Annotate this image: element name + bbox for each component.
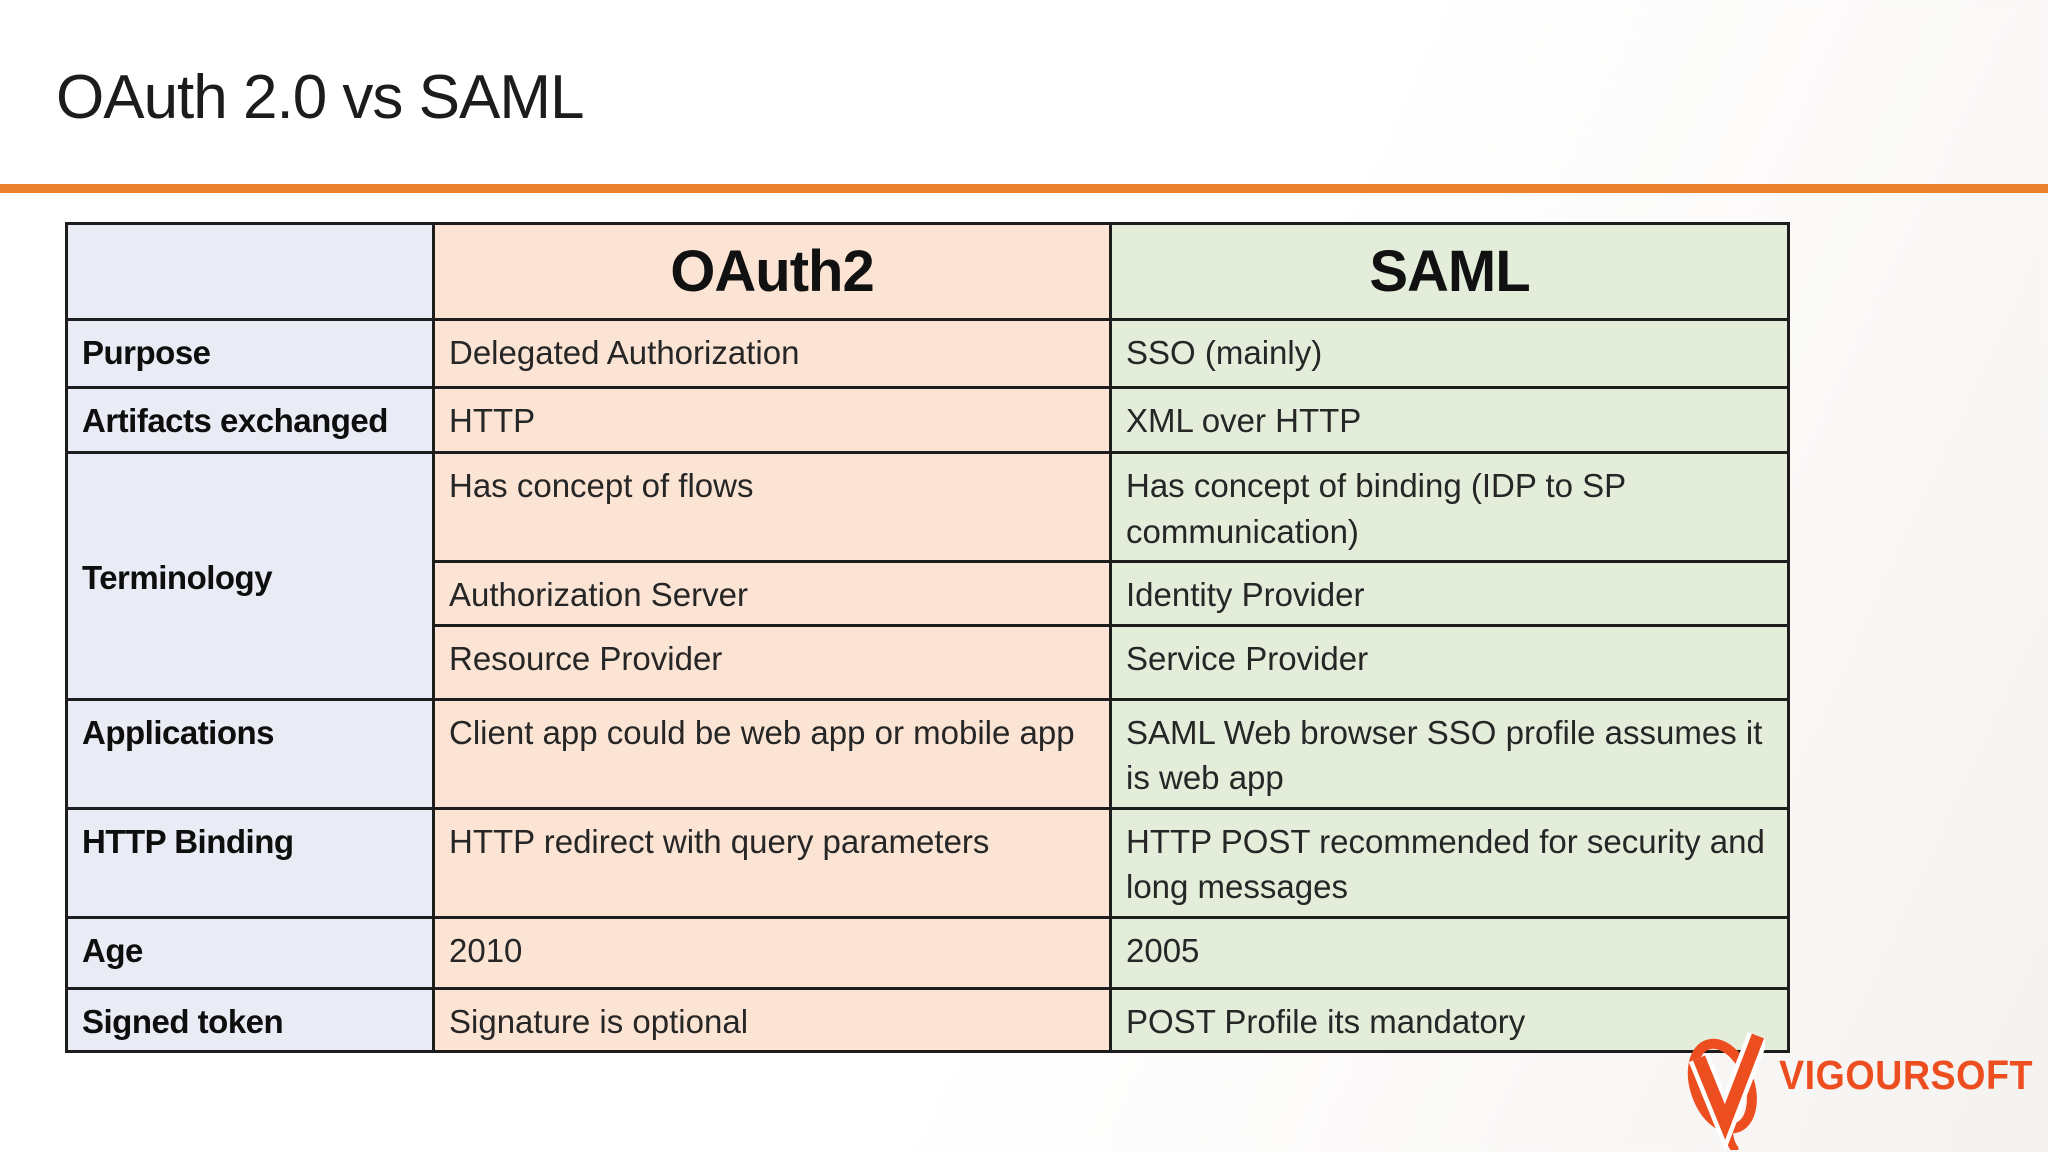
column-header-oauth2: OAuth2: [432, 222, 1112, 321]
cell-saml-purpose: SSO (mainly): [1109, 318, 1790, 389]
row-label-artifacts-exchanged: Artifacts exchanged: [65, 386, 435, 454]
column-header-blank: [65, 222, 435, 321]
cell-saml-terminology-binding: Has concept of binding (IDP to SP commun…: [1109, 450, 1790, 564]
cell-oauth2-artifacts: HTTP: [432, 386, 1112, 454]
cell-oauth2-authorization-server: Authorization Server: [432, 560, 1112, 627]
cell-saml-age: 2005: [1109, 915, 1790, 990]
cell-saml-http-binding: HTTP POST recommended for security and l…: [1109, 806, 1790, 919]
table-row-terminology-2: Authorization Server Identity Provider: [67, 560, 1790, 627]
cell-oauth2-applications: Client app could be web app or mobile ap…: [432, 697, 1112, 810]
table-row-terminology-1: Terminology Has concept of flows Has con…: [65, 450, 1790, 701]
row-label-terminology: Terminology: [65, 451, 435, 701]
table-row-artifacts: Artifacts exchanged HTTP XML over HTTP: [65, 386, 1790, 454]
comparison-table: OAuth2 SAML Purpose Delegated Authorizat…: [65, 222, 1790, 1054]
table-row-terminology-3: Resource Provider Service Provider: [67, 623, 1790, 701]
table-row-age: Age 2010 2005: [65, 915, 1790, 990]
cell-oauth2-purpose: Delegated Authorization: [432, 318, 1112, 389]
cell-oauth2-http-binding: HTTP redirect with query parameters: [432, 806, 1112, 919]
logo-wordmark: VIGOURSOFT: [1779, 1052, 2033, 1098]
cell-oauth2-signed-token: Signature is optional: [432, 986, 1112, 1054]
row-label-signed-token: Signed token: [65, 986, 435, 1054]
row-label-http-binding: HTTP Binding: [65, 806, 435, 919]
cell-oauth2-resource-provider: Resource Provider: [432, 623, 1112, 701]
cell-saml-service-provider: Service Provider: [1109, 623, 1790, 701]
table-row-signed-token: Signed token Signature is optional POST …: [65, 986, 1790, 1054]
cell-saml-identity-provider: Identity Provider: [1109, 560, 1790, 627]
column-header-saml: SAML: [1109, 222, 1790, 321]
cell-saml-signed-token: POST Profile its mandatory: [1109, 986, 1790, 1054]
cell-saml-artifacts: XML over HTTP: [1109, 386, 1790, 454]
row-label-purpose: Purpose: [65, 318, 435, 389]
table-row-http-binding: HTTP Binding HTTP redirect with query pa…: [65, 806, 1790, 919]
row-label-applications: Applications: [65, 697, 435, 810]
v-swoosh-icon: [1687, 1032, 1765, 1150]
cell-oauth2-age: 2010: [432, 915, 1112, 990]
table-row-applications: Applications Client app could be web app…: [65, 697, 1790, 810]
vigoursoft-logo: VIGOURSOFT: [1685, 1026, 2048, 1150]
cell-oauth2-terminology-flows: Has concept of flows: [432, 450, 1112, 564]
row-label-age: Age: [65, 915, 435, 990]
table-header-row: OAuth2 SAML: [65, 222, 1790, 321]
cell-saml-applications: SAML Web browser SSO profile assumes it …: [1109, 697, 1790, 810]
page-title: OAuth 2.0 vs SAML: [56, 63, 584, 132]
table-row-purpose: Purpose Delegated Authorization SSO (mai…: [65, 318, 1790, 389]
accent-divider-line: [0, 184, 2048, 193]
